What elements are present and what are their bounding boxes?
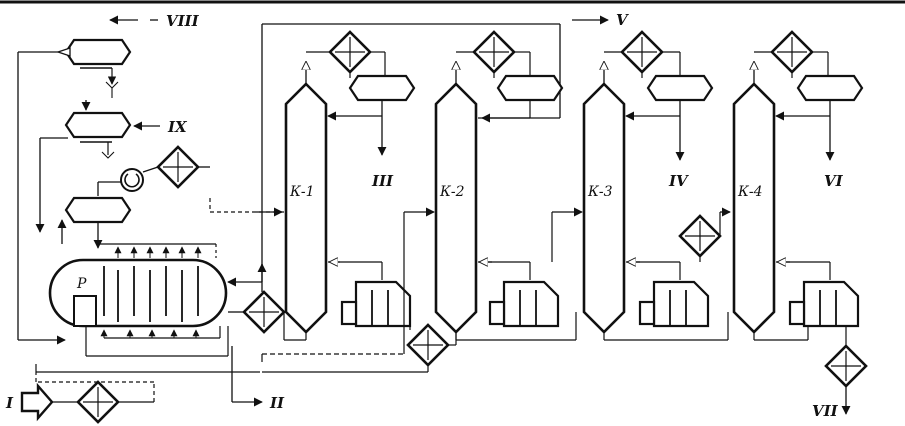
reflux-drum-icon [64, 111, 132, 139]
vessel-label: P [76, 276, 87, 292]
reflux-drum-icon [796, 74, 864, 102]
column-label-k4: К-4 [737, 184, 762, 200]
reboiler-icon [788, 280, 860, 328]
stream-label-VII: VII [812, 402, 839, 420]
stream-label-IV: IV [668, 172, 689, 190]
stream-label-I: I [5, 394, 14, 412]
stream-label-III: III [371, 172, 394, 190]
heat-exchanger-icon [620, 30, 664, 74]
reflux-drum-icon [64, 38, 132, 66]
heat-exchanger-icon [328, 30, 372, 74]
column-label-k1: К-1 [289, 184, 314, 200]
reboiler-icon [340, 280, 412, 328]
heat-exchanger-icon [406, 323, 450, 367]
stream-label-VIII: VIII [166, 12, 200, 30]
reflux-drum-icon [348, 74, 416, 102]
reboiler-icon [638, 280, 710, 328]
distillation-column-icon [284, 82, 328, 334]
heat-exchanger-icon [824, 344, 868, 388]
heat-exchanger-icon [770, 30, 814, 74]
heat-exchanger-icon [472, 30, 516, 74]
reflux-drum-icon [64, 196, 132, 224]
stream-label-II: II [269, 394, 285, 412]
reactor-vessel-icon [48, 258, 228, 328]
stream-label-VI: VI [824, 172, 844, 190]
distillation-column-icon [582, 82, 626, 334]
reboiler-icon [488, 280, 560, 328]
column-label-k3: К-3 [587, 184, 613, 200]
reflux-drum-icon [646, 74, 714, 102]
distillation-column-icon [434, 82, 478, 334]
reflux-drum-icon [496, 74, 564, 102]
heat-exchanger-icon [76, 380, 120, 424]
stream-label-V: V [616, 11, 629, 29]
column-label-k2: К-2 [439, 184, 465, 200]
heat-exchanger-icon [242, 290, 286, 334]
pump-icon [120, 168, 144, 192]
stream-label-IX: IX [167, 118, 188, 136]
heat-exchanger-icon [678, 214, 722, 258]
distillation-column-icon [732, 82, 776, 334]
inlet-arrow-icon [20, 382, 54, 422]
heat-exchanger-icon [156, 145, 200, 189]
